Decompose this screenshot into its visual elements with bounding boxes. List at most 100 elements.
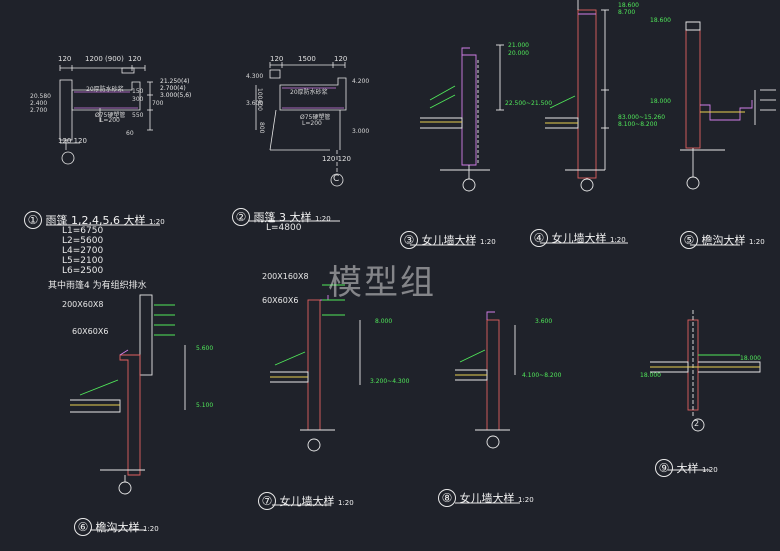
d1-elev-2: 2.700(4) bbox=[160, 85, 186, 92]
d9-axis-label: 2 bbox=[694, 419, 700, 428]
detail-2-number: ② bbox=[232, 208, 250, 226]
d1-dim-wall-left: 120 bbox=[58, 55, 72, 63]
detail-2-title: ② 雨篷 3 大样 1:20 bbox=[232, 208, 331, 226]
d9-elev-1: 18.000 bbox=[640, 372, 661, 379]
d4-elev-2: 8.700 bbox=[618, 9, 636, 16]
d6-note-1: 200X60X8 bbox=[62, 300, 104, 309]
detail-6-title: ⑥ 檐沟大样 1:20 bbox=[74, 518, 159, 536]
detail-2-label: 雨篷 3 大样 bbox=[253, 211, 312, 224]
detail-3-title: ③ 女儿墙大样 1:20 bbox=[400, 231, 496, 249]
detail-1-label: 雨篷 1,2,4,5,6 大样 bbox=[45, 214, 146, 227]
d1-note-pipe: Ø75硬塑管 bbox=[95, 112, 126, 119]
d4-elev-1: 18.600 bbox=[618, 2, 639, 9]
detail-9-roof bbox=[650, 310, 761, 432]
detail-6-label: 檐沟大样 bbox=[95, 521, 140, 534]
detail-8-parapet bbox=[455, 311, 516, 449]
d2-mark-1: 100400 bbox=[256, 88, 263, 111]
d4-elev-3: 83.000~15.260 bbox=[618, 114, 666, 121]
watermark-text: 模型组 bbox=[328, 263, 436, 303]
d2-elev-3: 3.600 bbox=[246, 100, 264, 107]
d2-note-length: L=200 bbox=[302, 120, 322, 127]
detail-1-number: ① bbox=[24, 211, 42, 229]
canopy-length-l1: L1=6750 bbox=[62, 226, 104, 236]
d2-axis-c: C bbox=[333, 174, 340, 184]
d2-elev-4: 3.000 bbox=[352, 128, 370, 135]
detail-4-title: ④ 女儿墙大样 1:20 bbox=[530, 229, 626, 247]
d2-dim-wall-right: 120 bbox=[334, 55, 348, 63]
d6-elev-2: 5.100 bbox=[196, 402, 214, 409]
d1-elev-5: 2.400 bbox=[30, 100, 48, 107]
d8-elev-1: 3.600 bbox=[535, 318, 553, 325]
d6-elev-1: 5.600 bbox=[196, 345, 214, 352]
d6-note-2: 60X60X6 bbox=[72, 327, 109, 336]
detail-4-scale: 1:20 bbox=[610, 236, 626, 244]
detail-4-parapet bbox=[545, 0, 609, 192]
detail-2-scale: 1:20 bbox=[315, 215, 331, 223]
d2-mark-2: 800 bbox=[258, 122, 265, 134]
d7-note-1: 200X160X8 bbox=[262, 272, 309, 281]
detail-7-scale: 1:20 bbox=[338, 499, 354, 507]
d2-dim-span: 1500 bbox=[298, 55, 316, 63]
d1-note-waterproof: 20厚防水砂浆 bbox=[86, 86, 124, 93]
d2-elev-1: 4.300 bbox=[246, 73, 264, 80]
detail-8-number: ⑧ bbox=[438, 489, 456, 507]
detail-7-title: ⑦ 女儿墙大样 1:20 bbox=[258, 492, 354, 510]
detail-9-label: 大样 bbox=[676, 462, 699, 475]
d2-note-waterproof: 20厚防水砂浆 bbox=[290, 89, 328, 96]
d1-elev-1: 21.250(4) bbox=[160, 78, 190, 85]
detail-6-gutter bbox=[70, 294, 186, 495]
detail-9-scale: 1:20 bbox=[702, 466, 718, 474]
d1-mark-5: 60 bbox=[126, 130, 134, 137]
d1-mark-4: 550 bbox=[132, 112, 144, 119]
detail-2-canopy-section bbox=[255, 62, 347, 187]
d1-dim-bottom: 120 120 bbox=[58, 137, 87, 145]
d1-mark-1: 150 bbox=[132, 88, 144, 95]
d1-dim-wall-right: 120 bbox=[128, 55, 142, 63]
d1-dim-span: 1200 (900) bbox=[85, 55, 124, 63]
d9-elev-2: 18.000 bbox=[740, 355, 761, 362]
detail-5-gutter bbox=[680, 21, 776, 190]
detail-7-label: 女儿墙大样 bbox=[279, 495, 335, 508]
d3-elev-1: 21.000 bbox=[508, 42, 529, 49]
canopy-length-l4: L4=2700 bbox=[62, 246, 104, 256]
d7-note-2: 60X60X6 bbox=[262, 296, 299, 305]
d4-elev-4: 8.100~8.200 bbox=[618, 121, 658, 128]
d1-mark-3: 700 bbox=[152, 100, 164, 107]
canopy3-length: L=4800 bbox=[266, 223, 302, 233]
detail-3-label: 女儿墙大样 bbox=[421, 234, 477, 247]
d3-elev-2: 20.000 bbox=[508, 50, 529, 57]
detail-4-number: ④ bbox=[530, 229, 548, 247]
d2-elev-2: 4.200 bbox=[352, 78, 370, 85]
detail-3-number: ③ bbox=[400, 231, 418, 249]
detail-8-title: ⑧ 女儿墙大样 1:20 bbox=[438, 489, 534, 507]
d1-elev-6: 2.700 bbox=[30, 107, 48, 114]
d7-elev-1: 8.000 bbox=[375, 318, 393, 325]
d1-elev-4: 20.580 bbox=[30, 93, 51, 100]
detail-4-label: 女儿墙大样 bbox=[551, 232, 607, 245]
detail-7-parapet bbox=[270, 284, 361, 452]
detail-5-title: ⑤ 檐沟大样 1:20 bbox=[680, 231, 765, 249]
detail-3-parapet bbox=[420, 44, 504, 192]
d2-note-pipe: Ø75硬塑管 bbox=[300, 114, 331, 121]
d2-dim-wall-left: 120 bbox=[270, 55, 284, 63]
d7-elev-2: 3.200~4.300 bbox=[370, 378, 410, 385]
detail-3-scale: 1:20 bbox=[480, 238, 496, 246]
detail-6-number: ⑥ bbox=[74, 518, 92, 536]
detail-7-number: ⑦ bbox=[258, 492, 276, 510]
d1-elev-3: 3.000(5,6) bbox=[160, 92, 192, 99]
detail-8-scale: 1:20 bbox=[518, 496, 534, 504]
d5-elev-2: 18.000 bbox=[650, 98, 671, 105]
detail-6-scale: 1:20 bbox=[143, 525, 159, 533]
canopy-length-list: L1=6750 L2=5600 L4=2700 L5=2100 L6=2500 bbox=[62, 226, 103, 276]
detail-9-title: ⑨ 大样 1:20 bbox=[655, 459, 718, 477]
canopy-length-l5: L5=2100 bbox=[62, 256, 104, 266]
canopy-length-l2: L2=5600 bbox=[62, 236, 104, 246]
d8-elev-2: 4.100~8.200 bbox=[522, 372, 562, 379]
d5-elev-1: 18.600 bbox=[650, 17, 671, 24]
detail-8-label: 女儿墙大样 bbox=[459, 492, 515, 505]
canopy-drainage-note: 其中雨篷4 为有组织排水 bbox=[48, 281, 147, 291]
d3-elev-3: 22.500~21.500 bbox=[505, 100, 553, 107]
detail-1-canopy-section bbox=[59, 65, 153, 165]
detail-9-number: ⑨ bbox=[655, 459, 673, 477]
d1-mark-2: 300 bbox=[132, 96, 144, 103]
